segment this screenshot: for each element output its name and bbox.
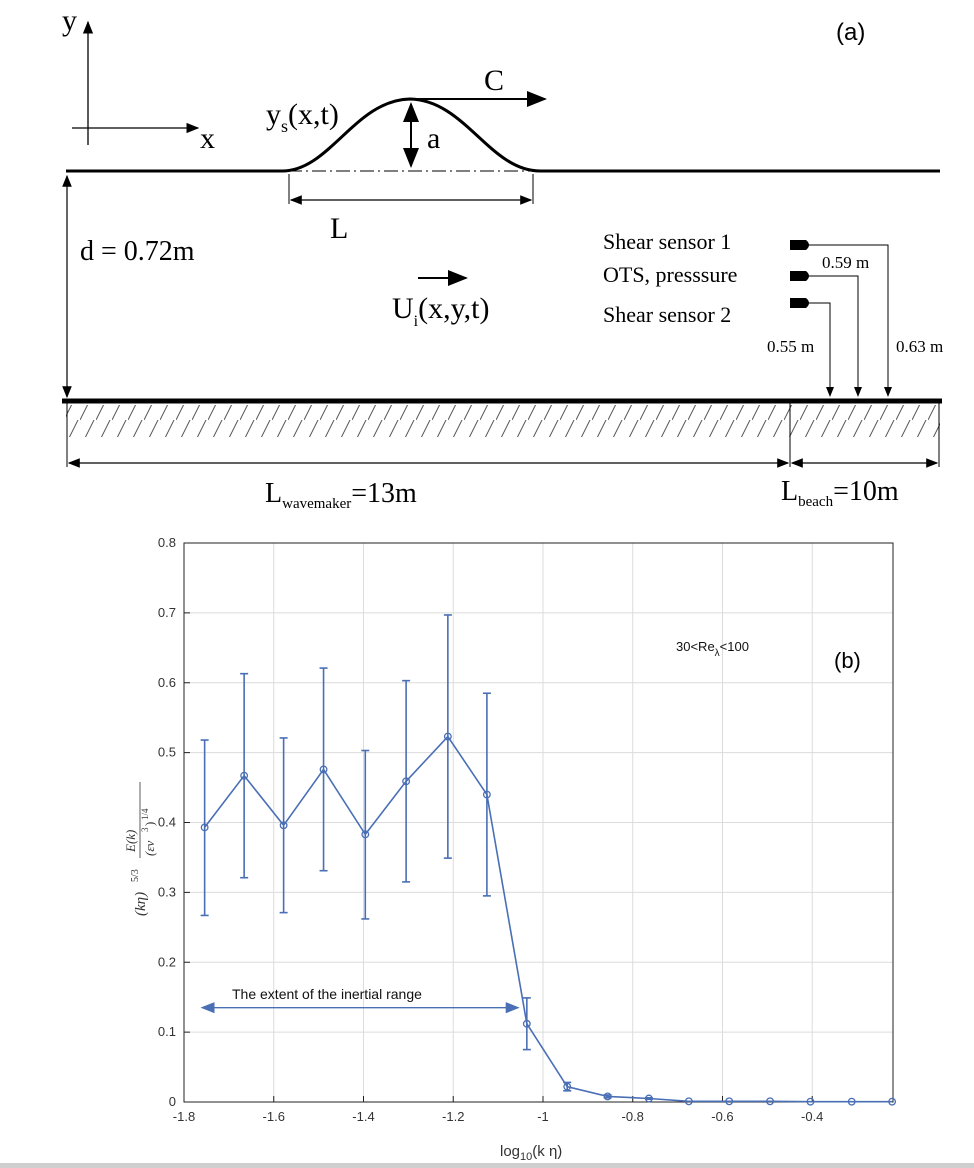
y-tick-label: 0.1 (158, 1024, 176, 1039)
x-tick-label: -0.4 (801, 1109, 823, 1124)
wavelength-label: L (330, 212, 348, 245)
leader-shear-1 (806, 244, 892, 397)
svg-text:1/4: 1/4 (140, 808, 150, 820)
bottom-rule (0, 1163, 974, 1168)
depth-label: d = 0.72m (80, 236, 195, 267)
free-surface (66, 97, 940, 173)
chart-grid (183, 542, 893, 1103)
data-point (522, 1019, 531, 1028)
data-points (200, 732, 897, 1106)
re-annotation: 30<Reλ<100 (676, 639, 749, 659)
sensor-label-ots: OTS, presssure (603, 262, 737, 287)
inertial-range-label: The extent of the inertial range (232, 986, 422, 1002)
leader-ots (806, 275, 862, 397)
y-tick-label: 0.5 (158, 745, 176, 760)
axis-x-label: x (200, 122, 215, 155)
amplitude-label: a (427, 122, 440, 155)
data-point (847, 1097, 856, 1106)
y-tick-label: 0.3 (158, 884, 176, 899)
y-tick-label: 0.8 (158, 535, 176, 550)
x-tick-label: -0.8 (622, 1109, 644, 1124)
svg-text:5/3: 5/3 (130, 869, 141, 882)
svg-text:3: 3 (140, 827, 150, 832)
velocity-label: Ui(x,y,t) (392, 292, 490, 330)
series-line (204, 735, 893, 1103)
x-tick-label: -1.2 (442, 1109, 464, 1124)
error-bars (200, 614, 653, 1101)
y-tick-label: 0.4 (158, 815, 176, 830)
data-point (482, 790, 491, 799)
x-tick-label: -1.6 (263, 1109, 285, 1124)
svg-text:(kη): (kη) (133, 892, 149, 916)
height-label-shear-2: 0.55 m (767, 337, 814, 356)
data-point (563, 1082, 572, 1091)
chart-panel: -1.8 -1.6 -1.4 -1.2 -1 -0.8 -0.6 -0.4 0 0.1 0.2 0.… (123, 535, 897, 1163)
x-tick-label: -1 (537, 1109, 549, 1124)
x-tick-label: -1.4 (352, 1109, 374, 1124)
height-label-ots: 0.63 m (896, 337, 943, 356)
data-point (603, 1092, 612, 1101)
data-point (888, 1097, 897, 1106)
y-tick-label: 0.6 (158, 675, 176, 690)
data-point (402, 777, 411, 786)
bed-hatch (66, 405, 940, 437)
y-tick-label: 0.7 (158, 605, 176, 620)
sensor-label-shear-2: Shear sensor 2 (603, 302, 731, 327)
panel-label-a: (a) (836, 19, 865, 46)
schematic-panel: y x (a) C a ys(x,t) L d = 0.72m Ui(x,y,t… (62, 4, 943, 512)
height-label-shear-1: 0.59 m (822, 253, 869, 272)
data-point (200, 823, 209, 832)
data-point (766, 1097, 774, 1106)
y-ticks: 0 0.1 0.2 0.3 0.4 0.5 0.6 0.7 0.8 (158, 535, 190, 1109)
x-ticks: -1.8 -1.6 -1.4 -1.2 -1 -0.8 -0.6 -0.4 (173, 1096, 823, 1124)
data-point (319, 765, 328, 774)
sensor-icon-shear-2 (790, 298, 809, 308)
beach-length-label: Lbeach=10m (781, 476, 899, 510)
wave-speed-label: C (484, 64, 504, 97)
x-tick-label: -0.6 (711, 1109, 733, 1124)
svg-text:E(k): E(k) (123, 830, 138, 853)
leader-shear-2 (806, 302, 834, 397)
sensor-label-shear-1: Shear sensor 1 (603, 229, 731, 254)
sensor-icon-shear-1 (790, 240, 809, 250)
data-point (725, 1097, 734, 1106)
svg-text:(εν: (εν (142, 841, 157, 856)
data-point (240, 771, 249, 780)
error-bar (200, 739, 209, 917)
data-point (644, 1094, 653, 1103)
x-tick-label: -1.8 (173, 1109, 195, 1124)
sensor-icon-ots (790, 271, 809, 281)
data-point (361, 830, 370, 839)
data-point (806, 1097, 815, 1106)
axis-y-label: y (62, 4, 77, 37)
surface-label: ys(x,t) (266, 98, 339, 136)
y-tick-label: 0 (169, 1094, 176, 1109)
y-tick-label: 0.2 (158, 954, 176, 969)
svg-text:): ) (142, 822, 157, 826)
panel-label-b: (b) (834, 648, 861, 673)
data-point (279, 821, 288, 830)
x-axis-label: log10(k η) (500, 1143, 562, 1163)
y-axis-label: (kη) 5/3 E(k) (εν 3 ) 1/4 (123, 782, 157, 916)
data-point (443, 732, 452, 741)
data-point (684, 1097, 693, 1106)
wavemaker-length-label: Lwavemaker=13m (265, 478, 417, 512)
